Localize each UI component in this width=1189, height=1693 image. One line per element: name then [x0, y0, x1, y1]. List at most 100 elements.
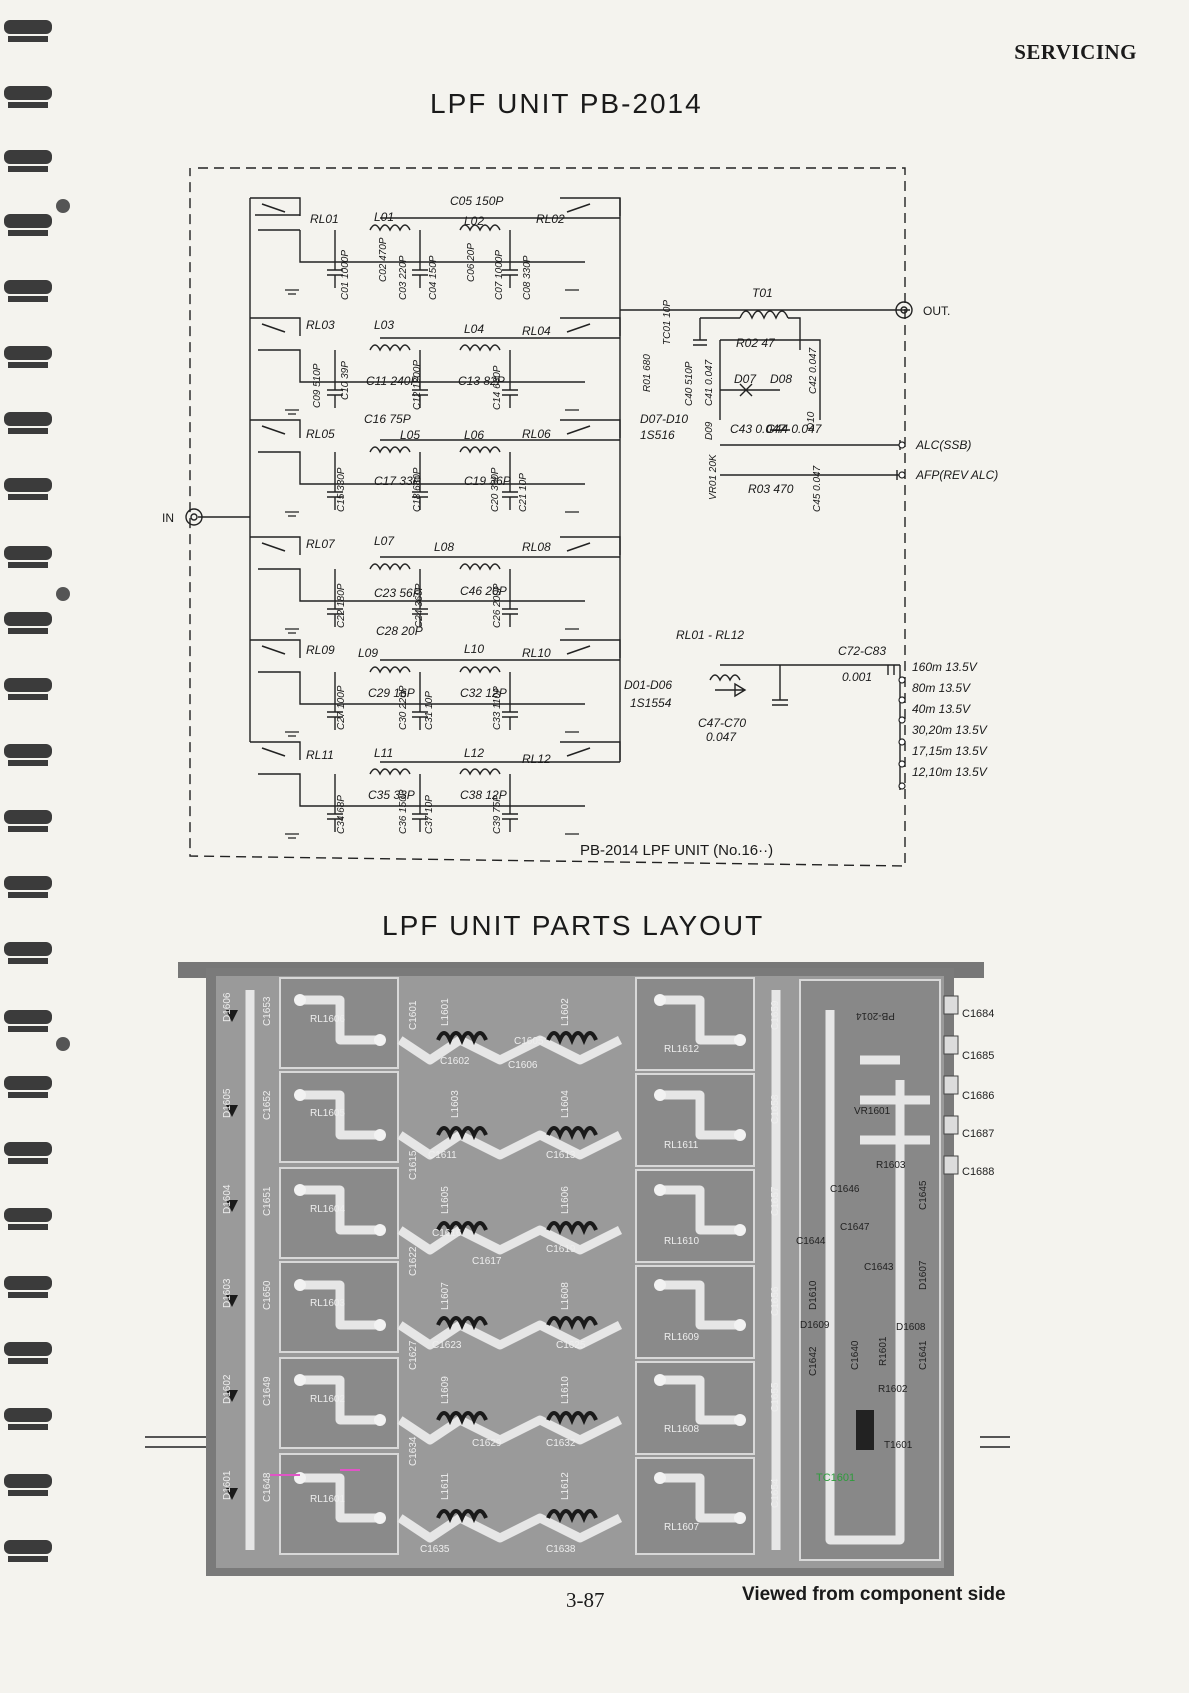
drive-caps-value: 0.047 — [706, 730, 737, 744]
pcb-cap-label: C1601 — [408, 1000, 419, 1030]
pcb-part-label: D1609 — [800, 1320, 830, 1331]
relay-label: RL08 — [522, 540, 551, 554]
capacitor-label: C19 36P — [464, 474, 511, 488]
relay-label: RL12 — [522, 752, 551, 766]
pcb-part-label: TC1601 — [816, 1472, 856, 1484]
relay-label: RL04 — [522, 324, 551, 338]
inductor-label: L05 — [400, 428, 421, 442]
pcb-cap-label: C1650 — [262, 1280, 273, 1310]
pcb-cap-label: C1616 — [432, 1228, 462, 1239]
pcb-cap-label: C1625 — [556, 1340, 586, 1351]
pcb-cap-label: C1655 — [770, 1382, 781, 1412]
pcb-cap-label: C1653 — [262, 996, 273, 1026]
d07-label: D07 — [734, 372, 757, 386]
pcb-part-label: C1644 — [796, 1236, 826, 1247]
relay-label: RL05 — [306, 427, 335, 441]
pcb-part-label: R1603 — [876, 1160, 906, 1171]
connector-label: C1687 — [962, 1128, 995, 1140]
r02-label: R02 47 — [736, 336, 775, 350]
capacitor-label: C11 240P — [366, 374, 419, 388]
pcb-cap-label: C1652 — [262, 1090, 273, 1120]
capacitor-label: C35 33P — [368, 788, 415, 802]
c44-label: C44 0.047 — [766, 422, 822, 436]
pcb-cap-label: C1606 — [508, 1060, 538, 1071]
pcb-part-label: C1642 — [808, 1346, 819, 1376]
inductor-label: L12 — [464, 746, 485, 760]
relay-label: RL11 — [306, 748, 334, 762]
pcb-cap-label: C1632 — [546, 1438, 576, 1449]
relay-label: RL03 — [306, 318, 335, 332]
pcb-inductor-label: L1604 — [560, 1090, 571, 1118]
pcb-relay-label: RL1601 — [310, 1494, 346, 1505]
pcb-diode-label: D1601 — [222, 1470, 233, 1500]
c43-label: C43 0.047 — [730, 422, 786, 436]
pcb-cap-label: C1659 — [770, 1000, 781, 1030]
capacitor-label: C16 75P — [364, 412, 411, 426]
pcb-cap-label: C1649 — [262, 1376, 273, 1406]
inductor-label: L08 — [434, 540, 455, 554]
inductor-label: L06 — [464, 428, 485, 442]
r03-label: R03 470 — [748, 482, 794, 496]
pcb-cap-label: C1634 — [408, 1436, 419, 1466]
pcb-cap-label: C1638 — [546, 1544, 576, 1555]
board-mark: PB-2014 — [856, 1010, 895, 1021]
pcb-diode-label: D1605 — [222, 1088, 233, 1118]
connector-label: C1684 — [962, 1008, 995, 1020]
pcb-part-label: D1610 — [808, 1280, 819, 1310]
inductor-label: L02 — [464, 214, 485, 228]
relay-label: RL09 — [306, 643, 335, 657]
relay-label: RL06 — [522, 427, 551, 441]
relay-label: RL02 — [536, 212, 565, 226]
pcb-inductor-label: L1608 — [560, 1282, 571, 1310]
pcb-cap-label: C1622 — [408, 1246, 419, 1276]
out-port-label: OUT. — [923, 304, 951, 318]
pcb-part-label: VR1601 — [854, 1106, 891, 1117]
pcb-inductor-label: L1606 — [560, 1186, 571, 1214]
inductor-label: L01 — [374, 210, 395, 224]
pcb-cap-label: C1611 — [428, 1150, 457, 1161]
afp-port-label: AFP(REV ALC) — [916, 468, 999, 482]
pcb-relay-label: RL1604 — [310, 1204, 346, 1215]
band-label: 40m 13.5V — [912, 702, 971, 716]
pcb-relay-label: RL1612 — [664, 1044, 700, 1055]
connector-label: C1686 — [962, 1090, 995, 1102]
capacitor-label: C23 56P — [374, 586, 421, 600]
capacitor-label: C28 20P — [376, 624, 423, 638]
pcb-inductor-label: L1607 — [440, 1282, 451, 1310]
in-port-label: IN — [162, 511, 174, 525]
relay-label: RL01 — [310, 212, 339, 226]
pcb-relay-label: RL1607 — [664, 1522, 700, 1533]
bypass-value: 0.001 — [842, 670, 873, 684]
pcb-diode-label: D1602 — [222, 1374, 233, 1404]
pcb-relay-label: RL1608 — [664, 1424, 700, 1435]
pcb-cap-label: C1619 — [546, 1244, 576, 1255]
pcb-part-label: D1608 — [896, 1322, 926, 1333]
pcb-part-label: C1645 — [918, 1180, 929, 1210]
pcb-part-label: C1641 — [918, 1340, 929, 1370]
pcb-relay-label: RL1606 — [310, 1014, 346, 1025]
pcb-part-label: R1602 — [878, 1384, 908, 1395]
pcb-inductor-label: L1601 — [440, 998, 451, 1026]
pcb-inductor-label: L1609 — [440, 1376, 451, 1404]
pcb-cap-label: C1605 — [514, 1036, 544, 1047]
capacitor-label: C17 33P — [374, 474, 421, 488]
pcb-diode-label: D1604 — [222, 1184, 233, 1214]
pcb-cap-label: C1602 — [440, 1056, 470, 1067]
capacitor-label: C46 20P — [460, 584, 507, 598]
pcb-inductor-label: L1611 — [440, 1472, 451, 1500]
pcb-inductor-label: L1603 — [450, 1090, 461, 1118]
capacitor-label: C13 82P — [458, 374, 505, 388]
spiral-binding — [4, 20, 70, 1562]
connector-label: C1685 — [962, 1050, 995, 1062]
inductor-label: L07 — [374, 534, 395, 548]
pcb-relay-label: RL1602 — [310, 1394, 346, 1405]
pcb-part-label: C1643 — [864, 1262, 894, 1273]
band-label: 30,20m 13.5V — [912, 723, 987, 737]
pcb-cap-label: C1615 — [408, 1150, 419, 1180]
relay-label: RL10 — [522, 646, 551, 660]
pcb-cap-label: C1657 — [770, 1186, 781, 1216]
capacitor-label: C32 12P — [460, 686, 507, 700]
layout-title: LPF UNIT PARTS LAYOUT — [382, 910, 765, 941]
